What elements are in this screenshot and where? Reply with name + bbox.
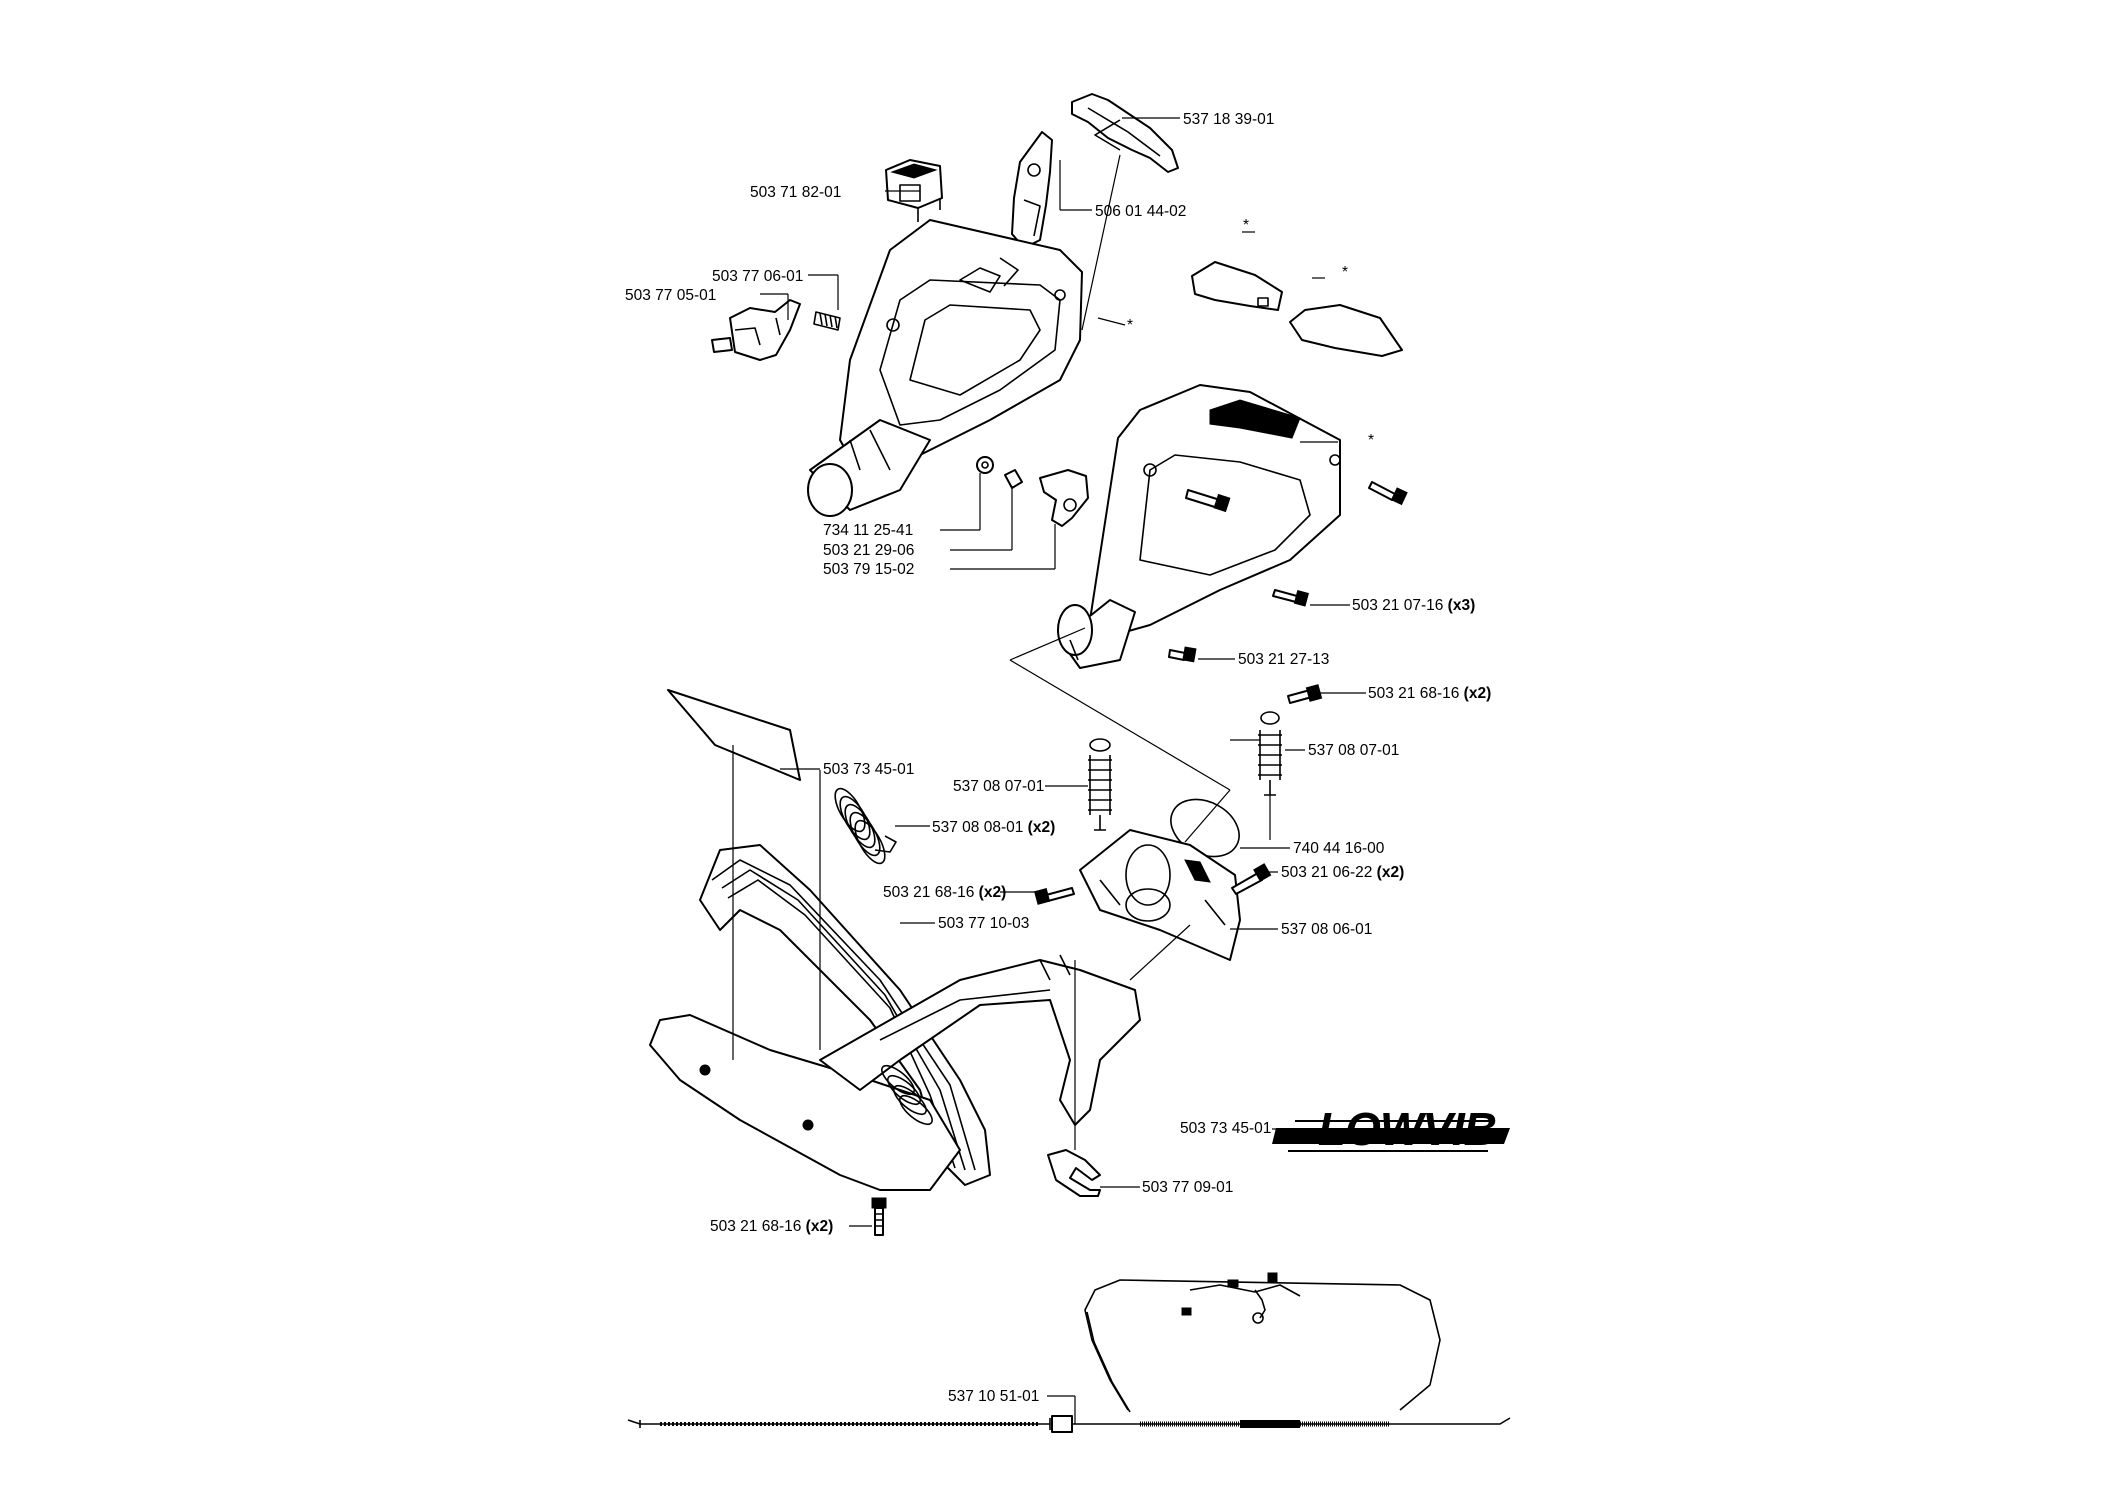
part-labels: 537 18 39-01 503 71 82-01 506 01 44-02 5… (625, 111, 1491, 1405)
throttle-trigger-part (1071, 93, 1179, 173)
lowvib-logo-text: LOWVIB (1318, 1103, 1496, 1155)
label-star-insert-right: * (1342, 264, 1348, 281)
damper-block-part (1079, 829, 1241, 961)
throttle-cable-part (627, 1272, 1511, 1433)
label-740-44-16-00: 740 44 16-00 (1293, 840, 1385, 857)
label-503-21-68-16-top: 503 21 68-16 (x2) (1368, 685, 1491, 702)
lowvib-decal: LOWVIB (1272, 1103, 1510, 1155)
label-734-11-25-41: 734 11 25-41 (823, 522, 913, 539)
label-537-10-51-01: 537 10 51-01 (948, 1388, 1039, 1405)
label-537-18-39-01: 537 18 39-01 (1183, 111, 1274, 128)
label-503-77-05-01: 503 77 05-01 (625, 287, 716, 304)
label-506-01-44-02: 506 01 44-02 (1095, 203, 1186, 220)
label-503-73-45-01-logo: 503 73 45-01 (1180, 1120, 1271, 1137)
throttle-lockout-part (711, 299, 841, 361)
spring-537-08-08-01 (834, 787, 897, 865)
spring-537-08-07-01-left (1088, 738, 1112, 831)
spring-537-08-07-01-right (1258, 711, 1282, 796)
label-537-08-07-01-right: 537 08 07-01 (1308, 742, 1399, 759)
rear-handle-housing-part (807, 219, 1083, 517)
throttle-lever-part (1011, 131, 1053, 249)
label-537-08-08-01: 537 08 08-01 (x2) (932, 819, 1055, 836)
decal-sheet-part (667, 689, 801, 781)
handle-insert-part (1191, 261, 1403, 357)
label-503-71-82-01: 503 71 82-01 (750, 184, 841, 201)
label-503-79-15-02: 503 79 15-02 (823, 561, 914, 578)
label-star-insert-left: * (1243, 217, 1249, 234)
label-503-77-09-01: 503 77 09-01 (1142, 1179, 1233, 1196)
leader-lines (732, 117, 1366, 1424)
label-503-73-45-01-decal: 503 73 45-01 (823, 761, 914, 778)
label-503-21-29-06: 503 21 29-06 (823, 542, 914, 559)
handle-clip-part (1047, 1149, 1101, 1197)
label-503-77-10-03: 503 77 10-03 (938, 915, 1029, 932)
handle-bottom-screw-part (871, 1197, 887, 1236)
stop-switch-part (885, 159, 943, 222)
label-537-08-06-01: 537 08 06-01 (1281, 921, 1372, 938)
front-handle-part (649, 844, 1141, 1191)
label-503-21-27-13: 503 21 27-13 (1238, 651, 1329, 668)
small-fasteners-part (976, 456, 1089, 527)
label-503-77-06-01: 503 77 06-01 (712, 268, 803, 285)
handle-cover-part (1057, 384, 1341, 669)
label-503-21-06-22: 503 21 06-22 (x2) (1281, 864, 1404, 881)
label-503-21-68-16-mid: 503 21 68-16 (x2) (883, 884, 1006, 901)
label-537-08-07-01-left: 537 08 07-01 (953, 778, 1044, 795)
damper-screws-part (1034, 684, 1323, 905)
label-star-cover: * (1368, 432, 1374, 449)
label-503-21-07-16: 503 21 07-16 (x3) (1352, 597, 1475, 614)
label-star-housing: * (1127, 317, 1133, 334)
cover-screws-part (1168, 481, 1408, 663)
label-503-21-68-16-bottom: 503 21 68-16 (x2) (710, 1218, 833, 1235)
